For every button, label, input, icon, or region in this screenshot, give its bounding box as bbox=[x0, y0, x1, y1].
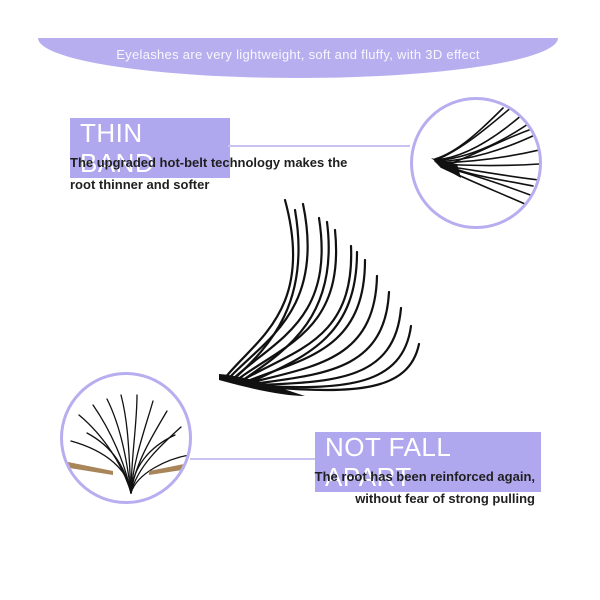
lash-cluster-image bbox=[219, 198, 421, 396]
not-fall-apart-desc-line1: The root has been reinforced again, bbox=[314, 469, 535, 484]
thin-band-connector bbox=[228, 145, 410, 147]
not-fall-apart-desc-line2: without fear of strong pulling bbox=[355, 491, 535, 506]
thin-band-desc-line1: The upgraded hot-belt technology makes t… bbox=[70, 155, 348, 170]
not-fall-apart-zoom-circle bbox=[60, 372, 192, 504]
thin-band-closeup-image bbox=[431, 105, 539, 205]
thin-band-desc-line2: root thinner and softer bbox=[70, 177, 210, 192]
thin-band-zoom-circle bbox=[410, 97, 542, 229]
not-fall-apart-badge: NOT FALL APART bbox=[315, 432, 541, 492]
top-banner: Eyelashes are very lightweight, soft and… bbox=[38, 38, 558, 78]
thin-band-description: The upgraded hot-belt technology makes t… bbox=[70, 152, 400, 196]
not-fall-apart-closeup-image bbox=[63, 394, 189, 494]
banner-text: Eyelashes are very lightweight, soft and… bbox=[116, 47, 480, 62]
thin-band-badge: THIN BAND bbox=[70, 118, 230, 178]
not-fall-apart-connector bbox=[190, 458, 315, 460]
not-fall-apart-description: The root has been reinforced again, with… bbox=[290, 466, 535, 510]
